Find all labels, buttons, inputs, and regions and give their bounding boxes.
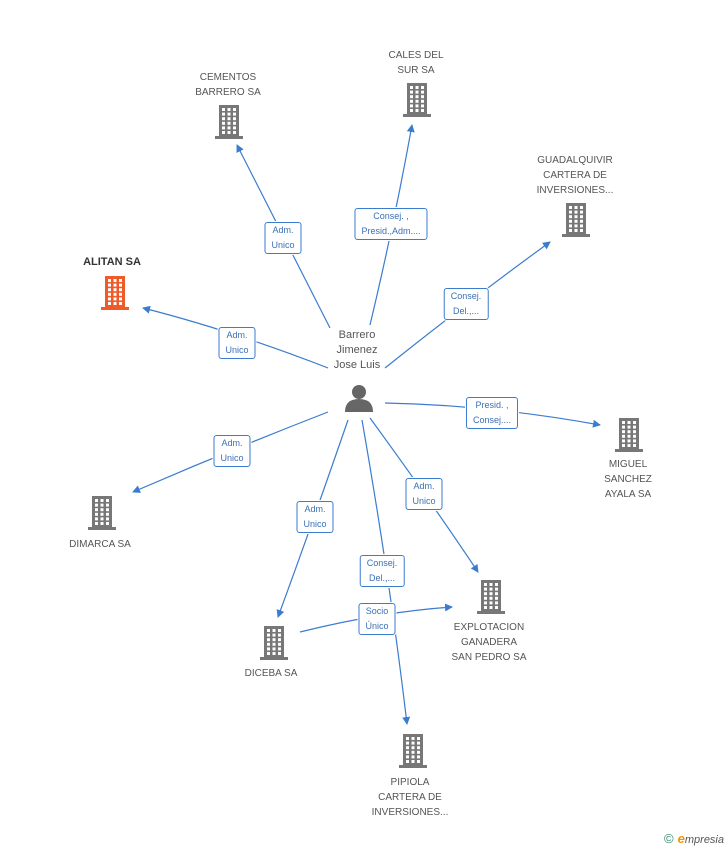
company-label-diceba[interactable]: DICEBA SA bbox=[244, 668, 298, 679]
company-label-cales[interactable]: CALES DEL SUR SA bbox=[388, 50, 444, 76]
building-icon-miguel[interactable] bbox=[615, 418, 643, 452]
relation-label-pipiola[interactable]: Consej. Del.,... bbox=[359, 555, 405, 587]
copyright-symbol: © bbox=[664, 831, 674, 846]
building-icon-diceba[interactable] bbox=[260, 626, 288, 660]
footer-credit: ©empresia bbox=[664, 831, 724, 846]
relation-label-cementos[interactable]: Adm. Unico bbox=[264, 222, 302, 254]
brand-logo-text: mpresia bbox=[684, 834, 724, 846]
relation-label-guadalquivir[interactable]: Consej. Del.,... bbox=[443, 288, 489, 320]
company-label-dimarca[interactable]: DIMARCA SA bbox=[69, 539, 131, 550]
relation-label-explotacion[interactable]: Adm. Unico bbox=[405, 478, 443, 510]
brand-logo-initial: e bbox=[677, 831, 685, 846]
relation-label-diceba[interactable]: Adm. Unico bbox=[296, 501, 334, 533]
relation-label-dimarca[interactable]: Adm. Unico bbox=[213, 435, 251, 467]
company-label-miguel[interactable]: MIGUEL SANCHEZ AYALA SA bbox=[604, 459, 652, 500]
nodes-layer bbox=[88, 83, 643, 768]
building-icon-cementos[interactable] bbox=[215, 105, 243, 139]
company-label-alitan[interactable]: ALITAN SA bbox=[83, 256, 141, 268]
company-label-cementos[interactable]: CEMENTOS BARRERO SA bbox=[195, 72, 261, 98]
building-icon-cales[interactable] bbox=[403, 83, 431, 117]
relation-label-miguel[interactable]: Presid. , Consej.... bbox=[465, 397, 519, 429]
relation-label-alitan[interactable]: Adm. Unico bbox=[218, 327, 256, 359]
person-icon[interactable] bbox=[345, 385, 373, 412]
building-icon-alitan[interactable] bbox=[101, 276, 129, 310]
building-icon-pipiola[interactable] bbox=[399, 734, 427, 768]
relation-label-cales[interactable]: Consej. , Presid.,Adm.... bbox=[354, 208, 428, 240]
building-icon-dimarca[interactable] bbox=[88, 496, 116, 530]
relation-label-explotacion[interactable]: Socio Único bbox=[358, 603, 396, 635]
company-label-explotacion[interactable]: EXPLOTACION GANADERA SAN PEDRO SA bbox=[451, 622, 527, 663]
person-name-label[interactable]: Barrero Jimenez Jose Luis bbox=[333, 329, 381, 371]
building-icon-guadalquivir[interactable] bbox=[562, 203, 590, 237]
building-icon-explotacion[interactable] bbox=[477, 580, 505, 614]
company-label-guadalquivir[interactable]: GUADALQUIVIR CARTERA DE INVERSIONES... bbox=[536, 155, 614, 196]
company-label-pipiola[interactable]: PIPIOLA CARTERA DE INVERSIONES... bbox=[371, 777, 449, 818]
